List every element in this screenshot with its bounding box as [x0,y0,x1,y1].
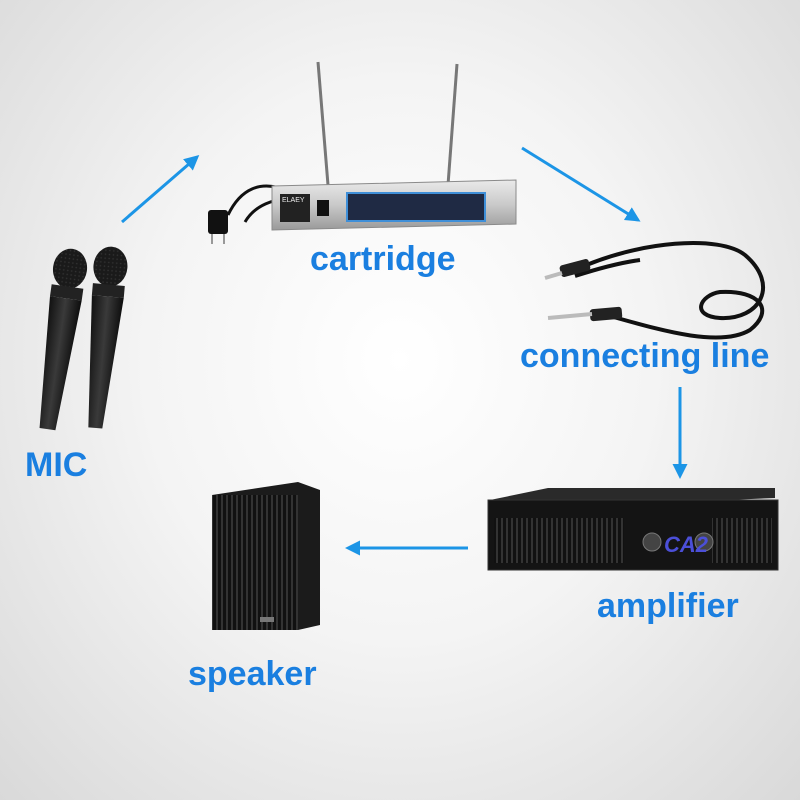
microphone-image [39,246,128,431]
cartridge-brand-text: ELAEY [282,197,305,204]
speaker-image [212,482,320,630]
speaker-label: speaker [188,655,317,693]
connecting-line-image [544,241,765,340]
cartridge-label: cartridge [310,240,456,278]
amplifier-label: amplifier [597,587,739,625]
cartridge-receiver-image: ELAEY [208,61,517,244]
arrow-mic-to-cartridge [121,155,200,224]
arrow-cartridge-to-line [521,146,641,222]
amplifier-image: CA2 [487,488,779,571]
amplifier-model-text: CA2 [664,532,709,557]
mic-label: MIC [25,446,88,484]
connecting-line-label: connecting line [520,337,770,375]
